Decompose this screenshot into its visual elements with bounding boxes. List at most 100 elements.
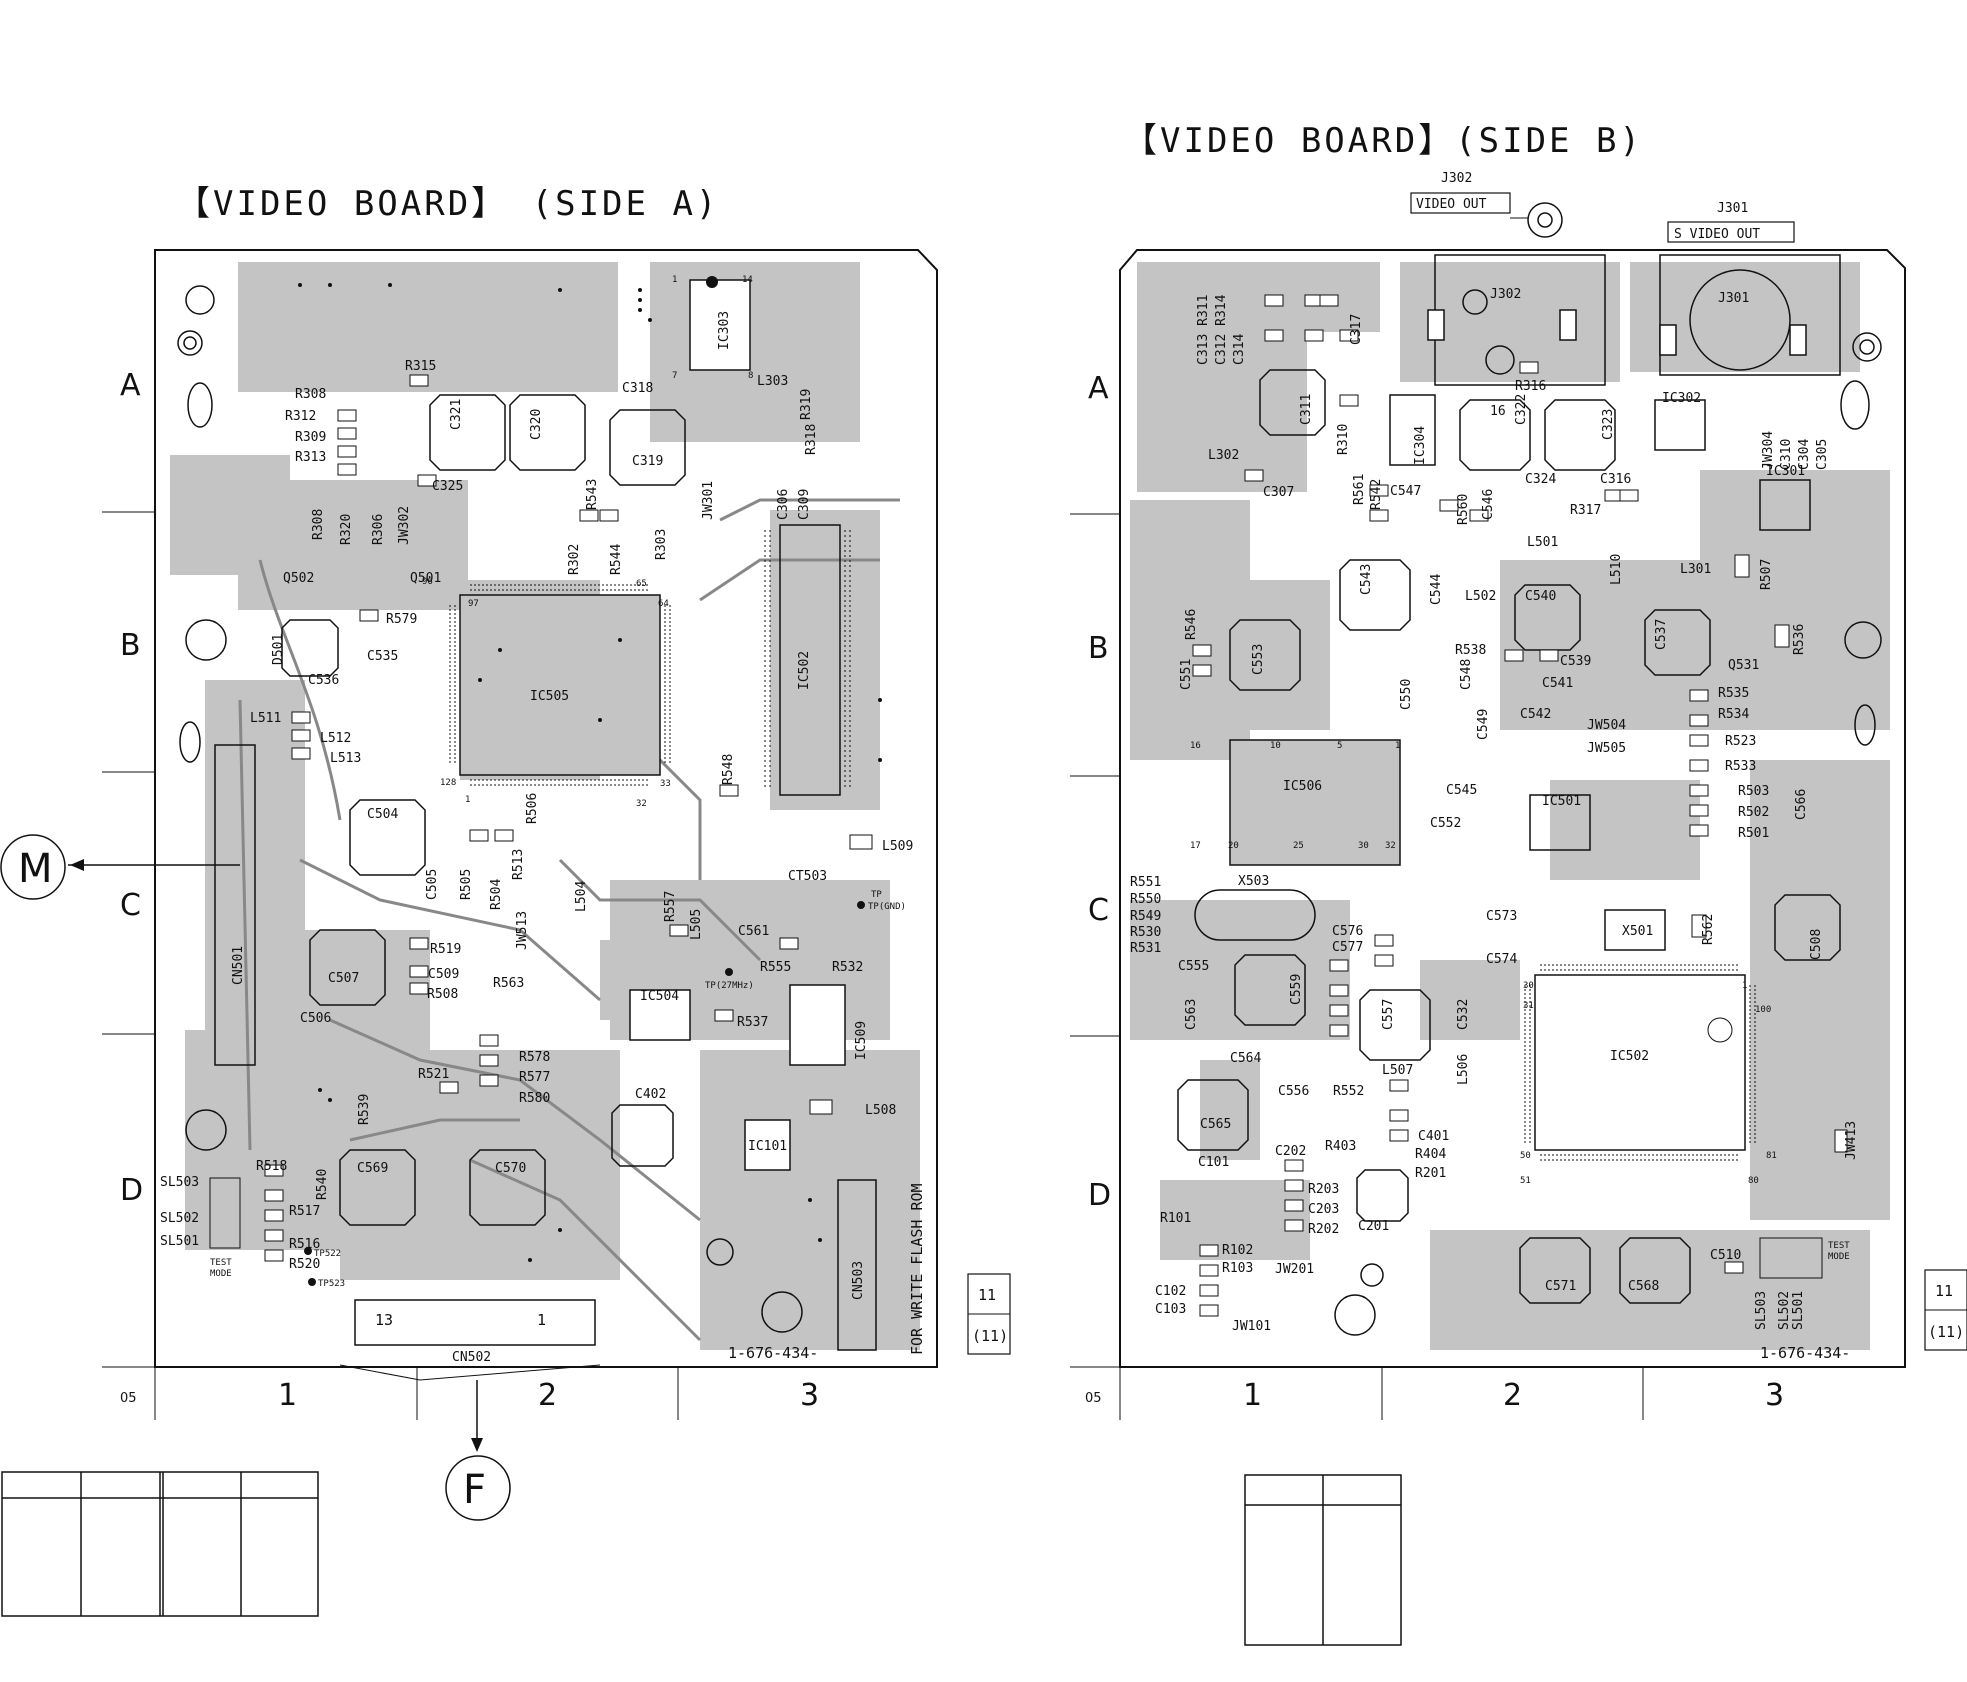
svg-text:C570: C570 [495,1161,526,1176]
svg-text:1: 1 [278,1378,297,1413]
svg-text:C542: C542 [1520,707,1551,722]
svg-text:R538: R538 [1455,643,1486,658]
svg-text:C306: C306 [776,489,791,520]
svg-text:R543: R543 [585,479,600,510]
svg-text:L510: L510 [1609,554,1624,585]
j301-name: S VIDEO OUT [1674,227,1760,242]
svg-text:C556: C556 [1278,1084,1309,1099]
j301-ref: J301 [1717,201,1748,216]
svg-text:R303: R303 [654,529,669,560]
svg-text:R505: R505 [459,869,474,900]
svg-text:L502: L502 [1465,589,1496,604]
svg-text:C540: C540 [1525,589,1556,604]
svg-text:R308: R308 [311,509,326,540]
svg-text:L505: L505 [689,909,704,940]
svg-text:J301: J301 [1718,291,1749,306]
svg-text:R516: R516 [289,1237,320,1252]
side-a-row-letters: A B C D [120,368,143,1208]
svg-text:R403: R403 [1325,1139,1356,1154]
side-a-mount-holes [177,285,803,1333]
svg-text:CT503: CT503 [788,869,827,884]
svg-text:L507: L507 [1382,1063,1413,1078]
svg-text:CN503: CN503 [851,1261,866,1300]
svg-text:IC501: IC501 [1542,794,1581,809]
svg-text:33: 33 [660,779,671,789]
svg-text:TEST: TEST [210,1258,232,1268]
svg-text:TP523: TP523 [318,1279,345,1289]
svg-text:C309: C309 [797,489,812,520]
svg-text:D501: D501 [271,634,286,665]
svg-text:C320: C320 [529,409,544,440]
legend-table-right [1244,1474,1402,1646]
svg-text:C305: C305 [1815,439,1830,470]
svg-text:SL503: SL503 [1754,1291,1769,1330]
svg-text:C568: C568 [1628,1279,1659,1294]
svg-text:C312 R314: C312 R314 [1214,294,1229,365]
svg-text:R201: R201 [1415,1166,1446,1181]
svg-text:IC504: IC504 [640,989,679,1004]
side-a-part-no: 1-676-434- [728,1344,818,1362]
svg-text:R309: R309 [295,430,326,445]
svg-text:C573: C573 [1486,909,1517,924]
svg-text:C319: C319 [632,454,663,469]
svg-text:C571: C571 [1545,1279,1576,1294]
side-a-flash-note: FOR WRITE FLASH ROM [908,1183,926,1355]
svg-text:JW302: JW302 [397,506,412,545]
svg-text:C316: C316 [1600,472,1631,487]
side-a-ic502: IC502 [764,524,851,796]
svg-text:R561: R561 [1352,474,1367,505]
svg-text:C401: C401 [1418,1129,1449,1144]
svg-text:L508: L508 [865,1103,896,1118]
svg-text:R507: R507 [1759,559,1774,590]
svg-text:R579: R579 [386,612,417,627]
svg-text:SL501: SL501 [160,1234,199,1249]
svg-text:M: M [18,846,53,892]
side-a-page-box: 11 (11) [967,1273,1011,1355]
svg-text:C543: C543 [1359,564,1374,595]
svg-text:R313: R313 [295,450,326,465]
svg-text:C: C [120,888,141,923]
svg-text:C317: C317 [1349,314,1364,345]
svg-text:L512: L512 [320,731,351,746]
svg-text:L513: L513 [330,751,361,766]
svg-text:J302: J302 [1490,287,1521,302]
svg-text:C566: C566 [1794,789,1809,820]
svg-text:R532: R532 [832,960,863,975]
svg-text:C311: C311 [1299,394,1314,425]
svg-text:TEST: TEST [1828,1241,1850,1251]
svg-text:CN502: CN502 [452,1350,491,1365]
svg-text:R320: R320 [339,514,354,545]
svg-text:R102: R102 [1222,1243,1253,1258]
svg-text:C565: C565 [1200,1117,1231,1132]
svg-text:C507: C507 [328,971,359,986]
svg-text:R302: R302 [567,544,582,575]
svg-text:C: C [1088,893,1109,928]
svg-text:JW304: JW304 [1761,431,1776,470]
svg-text:8: 8 [748,371,753,381]
svg-text:R519: R519 [430,942,461,957]
svg-text:MODE: MODE [1828,1252,1850,1262]
svg-text:20: 20 [1228,841,1239,851]
side-b-mount-holes [1334,332,1882,1336]
svg-text:C313 R311: C313 R311 [1196,295,1211,365]
svg-text:97: 97 [468,599,479,609]
svg-text:C532: C532 [1456,999,1471,1030]
svg-text:R306: R306 [371,514,386,545]
svg-text:R535: R535 [1718,686,1749,701]
svg-text:C201: C201 [1358,1219,1389,1234]
side-b-copper [1130,262,1890,1350]
svg-text:C325: C325 [432,479,463,494]
svg-text:C555: C555 [1178,959,1209,974]
svg-text:R504: R504 [489,879,504,910]
svg-text:SL501: SL501 [1791,1291,1806,1330]
svg-text:L501: L501 [1527,535,1558,550]
svg-text:C505: C505 [425,869,440,900]
svg-text:R546: R546 [1184,609,1199,640]
svg-text:C101: C101 [1198,1155,1229,1170]
side-b-pin-numbers: 16 10 5 1 17 20 25 30 32 1 31 30 100 50 … [1190,741,1777,1186]
svg-text:3: 3 [800,1378,819,1413]
side-b-jacks [1427,254,1841,386]
svg-text:IC502: IC502 [1610,1049,1649,1064]
svg-text:11: 11 [1935,1282,1953,1300]
